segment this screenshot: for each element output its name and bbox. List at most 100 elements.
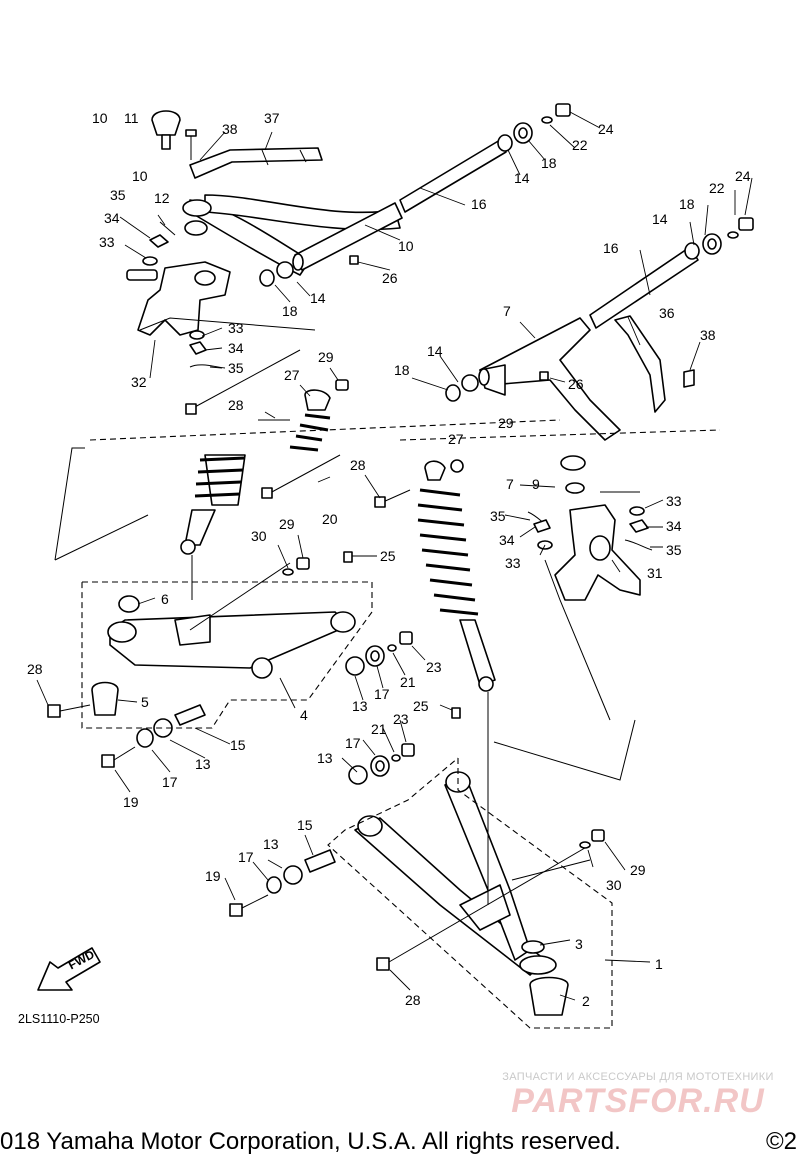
diagram-reference-code: 2LS1110-P250: [18, 1012, 100, 1026]
callout-38: 38: [700, 327, 716, 343]
callout-27: 27: [284, 367, 300, 383]
lower-left-hardware: [47, 551, 353, 768]
callout-12: 12: [154, 190, 170, 206]
callout-13: 13: [263, 836, 279, 852]
callout-18: 18: [541, 155, 557, 171]
callout-15: 15: [230, 737, 246, 753]
callout-4: 4: [300, 707, 308, 723]
callout-16: 16: [471, 196, 487, 212]
callout-38: 38: [222, 121, 238, 137]
callout-29: 29: [279, 516, 295, 532]
callout-17: 17: [162, 774, 178, 790]
callout-13: 13: [352, 698, 368, 714]
callout-29: 29: [498, 415, 514, 431]
hardware-left-knuckle: [142, 220, 226, 369]
callout-13: 13: [195, 756, 211, 772]
callout-18: 18: [394, 362, 410, 378]
callout-14: 14: [310, 290, 326, 306]
callout-33: 33: [228, 320, 244, 336]
callout-9: 9: [532, 476, 540, 492]
suspension-exploded-diagram: [36, 103, 754, 1029]
callout-29: 29: [630, 862, 646, 878]
callout-26: 26: [568, 376, 584, 392]
callout-22: 22: [709, 180, 725, 196]
callout-2: 2: [582, 993, 590, 1009]
shock-absorber-left: [180, 389, 331, 555]
callout-19: 19: [123, 794, 139, 810]
lower-right-hardware: [229, 707, 605, 971]
callout-22: 22: [572, 137, 588, 153]
callout-13: 13: [317, 750, 333, 766]
brake-hose-bracket-right: [614, 315, 695, 413]
bolt-long-left: [185, 349, 349, 415]
copyright-mark: ©2: [766, 1128, 798, 1155]
callout-7: 7: [506, 476, 514, 492]
callout-17: 17: [374, 686, 390, 702]
callout-14: 14: [427, 343, 443, 359]
callout-7: 7: [503, 303, 511, 319]
callout-30: 30: [606, 877, 622, 893]
callout-14: 14: [514, 170, 530, 186]
callout-17: 17: [345, 735, 361, 751]
callout-15: 15: [297, 817, 313, 833]
callout-29: 29: [318, 349, 334, 365]
callout-16: 16: [603, 240, 619, 256]
callout-10: 10: [92, 110, 108, 126]
callout-30: 30: [251, 528, 267, 544]
callout-1: 1: [655, 956, 663, 972]
pivot-shaft-upper-left: [292, 139, 507, 271]
bushings-upper-left: [259, 103, 571, 287]
ball-joint-upper-left: [151, 110, 197, 160]
callout-24: 24: [598, 121, 614, 137]
callout-27: 27: [448, 431, 464, 447]
callout-11: 11: [124, 110, 139, 126]
callout-33: 33: [99, 234, 115, 250]
callout-23: 23: [426, 659, 442, 675]
callout-5: 5: [141, 694, 149, 710]
callout-37: 37: [264, 110, 280, 126]
callout-18: 18: [282, 303, 298, 319]
callout-32: 32: [131, 374, 147, 390]
callout-28: 28: [228, 397, 244, 413]
fwd-arrow-icon: [37, 947, 101, 991]
guide-lines: [36, 111, 753, 1001]
callout-26: 26: [382, 270, 398, 286]
callout-6: 6: [161, 591, 169, 607]
watermark-logo: PARTSFOR.RU: [511, 1082, 765, 1120]
callout-35: 35: [666, 542, 682, 558]
callout-33: 33: [505, 555, 521, 571]
lower-left-bushings-set: [345, 631, 413, 676]
knuckle-left: [126, 261, 231, 336]
callout-25: 25: [380, 548, 396, 564]
callout-21: 21: [400, 674, 416, 690]
callout-34: 34: [499, 532, 515, 548]
watermark: ЗАПЧАСТИ И АКСЕССУАРЫ ДЛЯ МОТОТЕХНИКИ PA…: [488, 1071, 788, 1119]
callout-17: 17: [238, 849, 254, 865]
callout-28: 28: [350, 457, 366, 473]
copyright-text: 018 Yamaha Motor Corporation, U.S.A. All…: [0, 1128, 621, 1155]
knuckle-right: [527, 455, 653, 601]
callout-28: 28: [405, 992, 421, 1008]
upper-arm-left: [182, 194, 401, 276]
callout-23: 23: [393, 711, 409, 727]
callout-35: 35: [490, 508, 506, 524]
callout-20: 20: [322, 511, 338, 527]
callout-35: 35: [228, 360, 244, 376]
upper-arm-right: [478, 317, 621, 441]
brake-hose-bracket-left: [189, 147, 323, 179]
callout-18: 18: [679, 196, 695, 212]
callout-21: 21: [371, 721, 387, 737]
callout-19: 19: [205, 868, 221, 884]
callout-33: 33: [666, 493, 682, 509]
callout-3: 3: [575, 936, 583, 952]
callout-31: 31: [647, 565, 663, 581]
lower-arm-right: [354, 771, 569, 1016]
callout-28: 28: [27, 661, 43, 677]
callout-25: 25: [413, 698, 429, 714]
callout-34: 34: [666, 518, 682, 534]
lower-arm-left: [107, 611, 356, 679]
pivot-shaft-upper-right: [445, 217, 754, 402]
shock-absorber-right: [417, 459, 496, 692]
callout-34: 34: [104, 210, 120, 226]
callout-34: 34: [228, 340, 244, 356]
